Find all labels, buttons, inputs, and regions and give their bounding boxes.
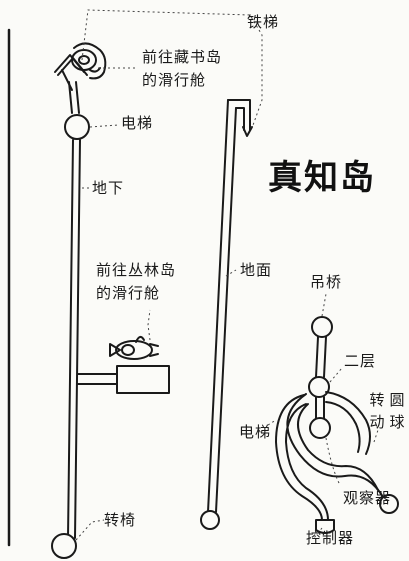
leader-observation bbox=[325, 437, 341, 486]
sphere-track-outer bbox=[286, 393, 384, 498]
underground-shaft bbox=[67, 139, 81, 539]
label-glider-jungle-2: 的滑行舱 bbox=[96, 284, 161, 302]
jungle-branch bbox=[77, 373, 118, 385]
inner-shaft bbox=[315, 396, 325, 421]
jungle-glider-station bbox=[116, 365, 170, 394]
label-bridge: 吊桥 bbox=[310, 273, 343, 291]
leader-elevator-left bbox=[89, 124, 119, 128]
ground-bottom-node bbox=[200, 510, 220, 530]
label-glider-jungle-1: 前往丛林岛 bbox=[96, 261, 177, 279]
label-rotating-sphere-2: 圆球 bbox=[389, 391, 405, 431]
label-iron-ladder: 铁梯 bbox=[247, 13, 280, 31]
label-glider-library-1: 前往藏书岛 bbox=[142, 48, 223, 66]
sphere-arch-outer bbox=[325, 391, 371, 455]
leader-bridge bbox=[321, 293, 327, 317]
leader-ground bbox=[225, 269, 237, 277]
bridge-shaft bbox=[315, 336, 327, 378]
island-title: 真知岛 bbox=[268, 158, 376, 198]
leader-controller bbox=[313, 527, 323, 539]
label-glider-library-2: 的滑行舱 bbox=[142, 71, 207, 89]
glider-pod-library bbox=[54, 42, 107, 91]
label-second-floor: 二层 bbox=[344, 352, 377, 370]
elevator-node-left bbox=[64, 114, 90, 140]
leader-iron-ladder bbox=[81, 9, 263, 129]
label-controller: 控制器 bbox=[306, 529, 355, 547]
label-observation: 观察器 bbox=[343, 489, 392, 507]
sphere-track-inner bbox=[297, 403, 379, 491]
bridge-node bbox=[311, 316, 333, 338]
leader-second-floor bbox=[329, 367, 343, 383]
label-swivel-chair: 转椅 bbox=[104, 511, 137, 529]
leader-elevator-right bbox=[267, 419, 277, 426]
label-underground: 地下 bbox=[92, 179, 125, 197]
ground-shaft bbox=[207, 99, 253, 513]
rotating-sphere-node bbox=[379, 494, 399, 514]
elevator-track-outer bbox=[275, 394, 323, 521]
label-rotating-sphere-1: 转动 bbox=[369, 391, 385, 431]
label-elevator-left: 电梯 bbox=[121, 114, 154, 132]
label-ground: 地面 bbox=[240, 261, 273, 279]
sphere-arch-inner bbox=[325, 401, 361, 453]
second-floor-node bbox=[308, 376, 330, 398]
leader-glider-jungle bbox=[147, 309, 151, 341]
leader-rotating-sphere bbox=[373, 429, 379, 443]
inner-node bbox=[309, 417, 331, 439]
glider-pod-jungle bbox=[109, 336, 159, 360]
leader-swivel-chair bbox=[75, 519, 105, 541]
label-elevator-right: 电梯 bbox=[239, 423, 272, 441]
swivel-chair-node bbox=[51, 533, 77, 559]
elevator-track-inner bbox=[285, 403, 329, 521]
controller-device bbox=[315, 519, 335, 534]
